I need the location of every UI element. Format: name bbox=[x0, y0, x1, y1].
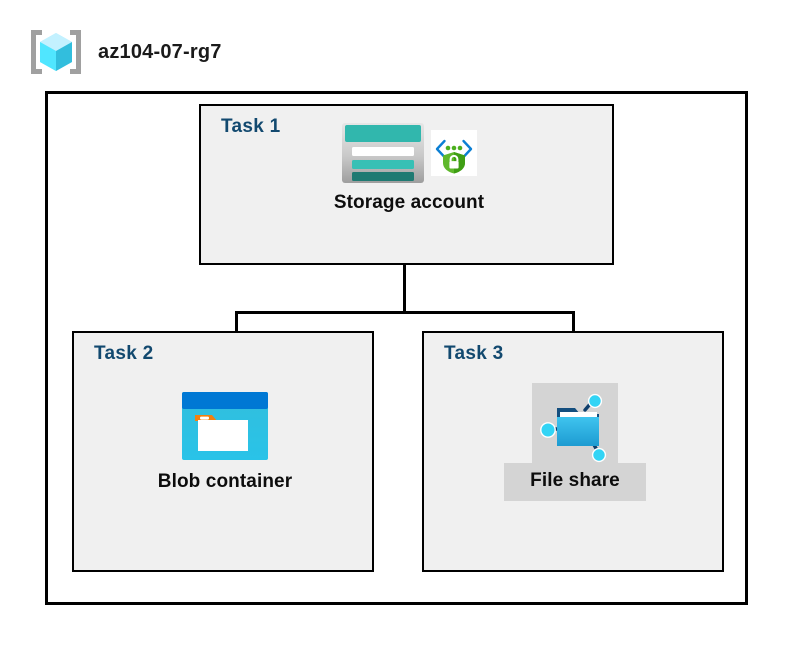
resource-group-header: az104-07-rg7 bbox=[28, 26, 222, 78]
storage-account-icon bbox=[341, 122, 425, 184]
task-box-2: Task 2 bbox=[72, 331, 374, 572]
blob-container-caption: Blob container bbox=[157, 471, 293, 492]
node-blob-container: Blob container bbox=[111, 391, 339, 493]
task-2-label: Task 2 bbox=[94, 343, 154, 364]
secure-endpoint-shield-icon bbox=[431, 130, 477, 176]
task-box-3: Task 3 bbox=[422, 331, 724, 572]
file-share-folder-icon bbox=[535, 386, 615, 466]
connector-horizontal-bus bbox=[235, 311, 575, 314]
resource-group-name: az104-07-rg7 bbox=[98, 40, 222, 63]
node-storage-account: Storage account bbox=[297, 122, 521, 214]
node-file-share: File share bbox=[474, 383, 676, 501]
task-box-1: Task 1 bbox=[199, 104, 614, 265]
resource-group-cube-icon bbox=[28, 26, 84, 78]
blob-container-icon bbox=[181, 391, 269, 471]
task-3-label: Task 3 bbox=[444, 343, 504, 364]
file-share-icon-plate bbox=[532, 383, 618, 469]
connector-storage-to-bus bbox=[403, 265, 406, 313]
file-share-caption-plate: File share bbox=[504, 463, 646, 501]
storage-account-icon-row bbox=[341, 122, 477, 184]
file-share-caption: File share bbox=[530, 470, 620, 491]
storage-account-caption: Storage account bbox=[333, 192, 485, 213]
task-1-label: Task 1 bbox=[221, 116, 281, 137]
